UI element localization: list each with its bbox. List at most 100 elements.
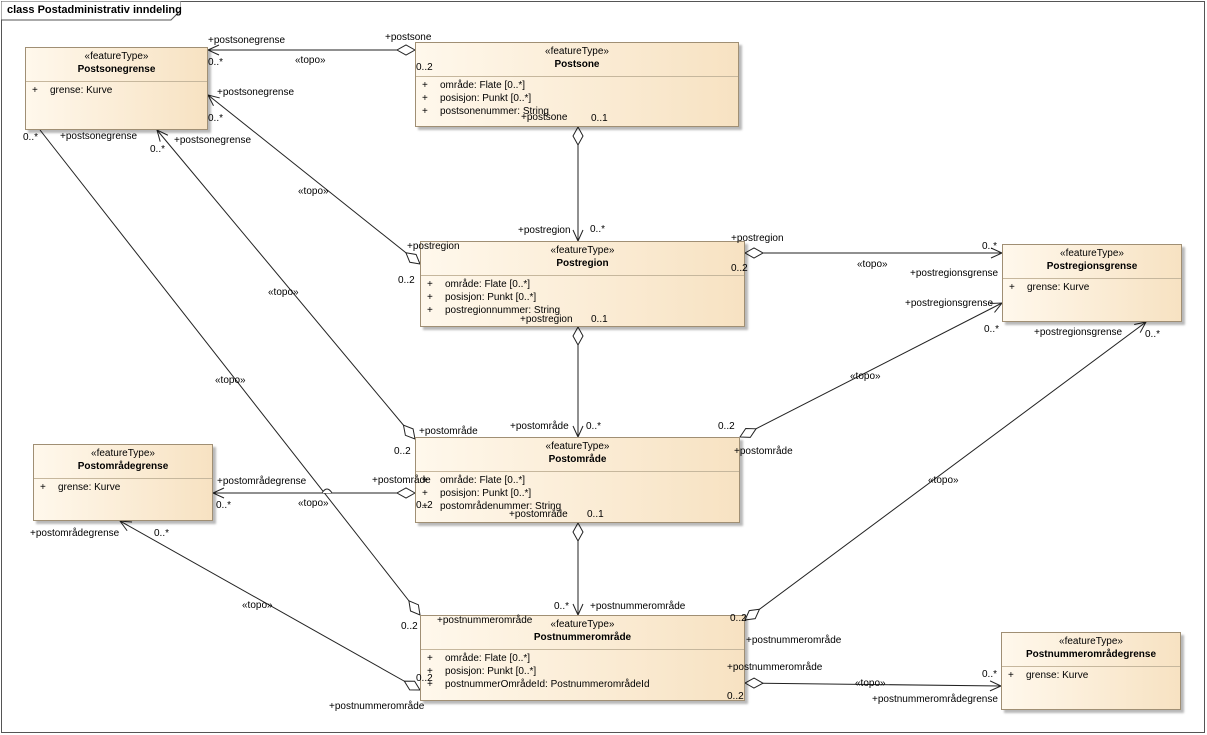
attribute-row: + område: Flate [0..*]: [421, 652, 744, 665]
role-label: +postregionsgrense: [910, 268, 999, 279]
attribute-compartment: +område: Flate [0..*]+posisjon: Punkt [0…: [416, 472, 739, 513]
class-name: Postområde: [548, 454, 607, 465]
class-stereotype: «featureType»: [550, 619, 615, 630]
class-name: Postregionsgrense: [1046, 261, 1138, 272]
attribute-text: område: Flate [0..*]: [440, 475, 526, 486]
attribute-text: posisjon: Punkt [0..*]: [445, 292, 537, 303]
role-label: +postregionsgrense: [905, 298, 994, 309]
assoc-postomrade-postsonegrense-diamond: [402, 424, 416, 440]
attribute-row: +posisjon: Punkt [0..*]: [421, 665, 744, 678]
topo-stereotype-label: «topo»: [215, 375, 246, 386]
class-postsone[interactable]: «featureType» Postsone +område: Flate [0..…: [415, 42, 739, 127]
attribute-row: + postsonenummer: String: [416, 105, 738, 118]
topo-stereotype-label: «topo»: [268, 287, 299, 298]
diagram-title: class Postadministrativ inndeling: [7, 4, 182, 16]
class-postnummeromrade[interactable]: «featureType»Postnummerområde+område: Fl…: [420, 615, 745, 701]
multiplicity-label: 0..2: [730, 613, 747, 624]
attribute-visibility: +: [422, 106, 428, 117]
role-label: +postnummerområde: [329, 701, 425, 712]
assoc-postsone-postregion-diamond: [572, 125, 584, 147]
multiplicity-label: 0..2: [398, 275, 415, 286]
assoc-postomrade-postsonegrense: [156, 129, 416, 440]
attribute-row: +postnummerOmrådeId: PostnummerområdeId: [421, 678, 744, 691]
multiplicity-label: 0..*: [208, 57, 224, 68]
class-name: Postnummerområdegrense: [1025, 649, 1157, 660]
attribute-text: grense: Kurve: [50, 85, 113, 96]
role-label: +postregion: [407, 241, 460, 252]
attribute-text: område: Flate [0..*]: [445, 653, 531, 664]
attribute-visibility: +: [1008, 670, 1014, 681]
role-label: +postområdegrense: [30, 528, 120, 539]
class-stereotype: «featureType»: [91, 448, 155, 459]
role-label: +postnummerområde: [746, 635, 842, 646]
attribute-text: posisjon: Punkt [0..*]: [440, 488, 532, 499]
attribute-compartment: +område: Flate [0..*]+posisjon: Punkt [0…: [421, 276, 744, 317]
attribute-row: +posisjon: Punkt [0..*]: [416, 487, 739, 500]
multiplicity-label: 0..*: [216, 500, 232, 511]
class-postomrade[interactable]: «featureType» Postområde + område: Flate [0…: [415, 437, 740, 523]
attribute-visibility: +: [1009, 282, 1015, 293]
attribute-row: +postområdenummer: String: [416, 500, 739, 513]
attribute-row: +grense: Kurve: [1003, 281, 1181, 294]
class-header: «featureType»Postregion: [421, 242, 744, 276]
multiplicity-label: 0..*: [984, 324, 1000, 335]
attribute-row: +grense: Kurve: [34, 481, 212, 494]
assoc-postnummeromrade-postsonegrense-diamond: [408, 600, 421, 616]
assoc-postsone-postsonegrense-diamond: [395, 44, 417, 56]
attribute-visibility: +: [427, 653, 433, 664]
assoc-postomrade-postsonegrense-arrow: [156, 129, 169, 142]
multiplicity-label: 0..*: [208, 113, 224, 124]
multiplicity-label: 0..2: [416, 673, 433, 684]
role-label: +postområde: [510, 421, 569, 432]
attribute-visibility: +: [427, 666, 433, 677]
attribute-visibility: +: [427, 292, 433, 303]
multiplicity-label: 0..*: [982, 669, 998, 680]
assoc-postregion-postsonegrense-arrow: [207, 94, 220, 106]
class-postregionsgrense[interactable]: «featureType»Postregionsgrense+grense: K…: [1002, 244, 1182, 322]
multiplicity-label: 0..*: [982, 241, 998, 252]
attribute-row: + grense: Kurve: [26, 84, 207, 97]
attribute-row: +grense: Kurve: [1002, 669, 1180, 682]
role-label: +postsonegrense: [208, 35, 286, 46]
attribute-visibility: +: [422, 475, 428, 486]
class-postsonegrense[interactable]: «featureType»Postsonegrense + grense: Kurv…: [25, 47, 208, 130]
role-label: +postregionsgrense: [1034, 327, 1123, 338]
role-label: +postområdegrense: [217, 476, 307, 487]
class-stereotype: «featureType»: [545, 441, 610, 452]
class-name: Postsone: [554, 59, 600, 70]
class-postregion[interactable]: «featureType»Postregion+område: Flate [0…: [420, 241, 745, 327]
class-header: «featureType»Postsonegrense: [26, 48, 207, 82]
assoc-postnummeromrade-postnummeromradegrense: [744, 682, 1002, 687]
class-name: Postområdegrense: [77, 461, 169, 472]
attribute-visibility: +: [422, 80, 428, 91]
assoc-postnummeromrade-postomradegrense-arrow: [118, 520, 133, 532]
topo-stereotype-label: «topo»: [850, 371, 881, 382]
attribute-visibility: +: [422, 501, 428, 512]
class-stereotype: «featureType»: [545, 46, 609, 57]
assoc-postnummeromrade-postregionsgrense-diamond: [744, 608, 761, 621]
multiplicity-label: 0..2: [401, 621, 418, 632]
line-crossing-hop: [321, 488, 333, 494]
attribute-text: postsonenummer: String: [440, 106, 549, 117]
class-stereotype: «featureType»: [1059, 636, 1123, 647]
class-name: Postsonegrense: [77, 64, 156, 75]
class-postnummeromradegrense[interactable]: «featureType» Postnummerområdegrense +gren…: [1001, 632, 1181, 710]
attribute-compartment: +område: Flate [0..*]+posisjon: Punkt [0…: [416, 77, 738, 118]
multiplicity-label: 0..*: [150, 144, 166, 155]
attribute-compartment: + grense: Kurve: [26, 82, 207, 97]
attribute-text: postnummerOmrådeId: PostnummerområdeId: [445, 679, 650, 690]
role-label: +postområde: [419, 426, 478, 437]
class-postomradegrense[interactable]: «featureType» Postområdegrense +grense: Ku…: [33, 444, 213, 521]
class-header: «featureType» Postsone: [416, 43, 738, 77]
class-header: «featureType» Postnummerområdegrense: [1002, 633, 1180, 667]
role-label: +postnummerområde: [590, 601, 686, 612]
topo-stereotype-label: «topo»: [242, 600, 273, 611]
multiplicity-label: 0..2: [727, 691, 744, 702]
assoc-postregion-postsonegrense: [207, 94, 421, 265]
attribute-visibility: +: [32, 85, 38, 96]
attribute-row: + område: Flate [0..*]: [416, 474, 739, 487]
role-label: +postregion: [731, 233, 784, 244]
attribute-compartment: +grense: Kurve: [34, 479, 212, 494]
attribute-visibility: +: [427, 279, 433, 290]
